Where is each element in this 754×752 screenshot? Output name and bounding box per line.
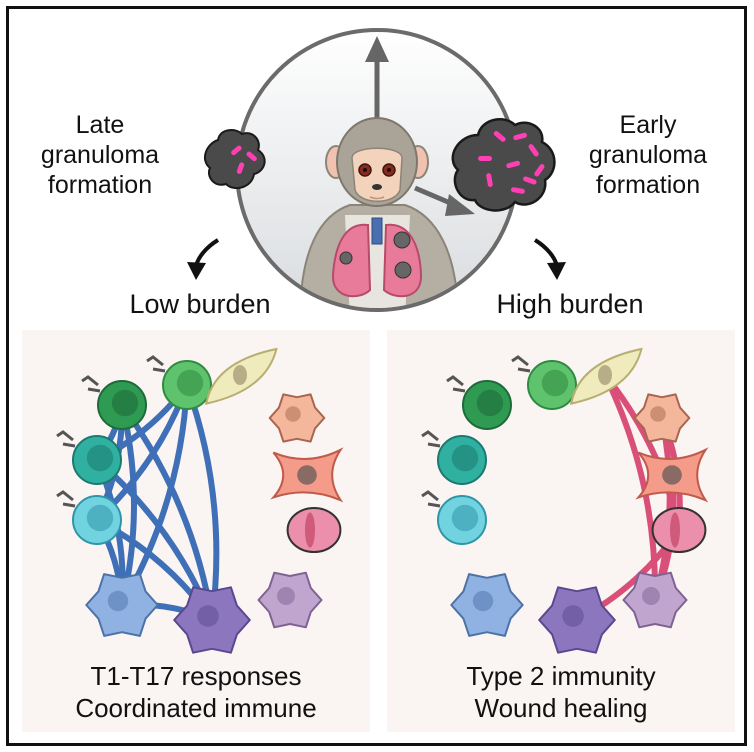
label-line: formation bbox=[595, 171, 701, 199]
t-cell-dark-green-icon bbox=[446, 375, 512, 430]
caption-line: Coordinated immune bbox=[75, 692, 317, 723]
t-cell-teal-icon bbox=[421, 430, 487, 485]
neutrophil-lavender-icon bbox=[622, 571, 688, 629]
early-granuloma-label: Early granuloma formation bbox=[568, 110, 728, 200]
dendritic-cell-blue-icon bbox=[450, 573, 524, 637]
macrophage-purple-icon bbox=[538, 586, 616, 654]
stromal-cell-yellow-icon bbox=[569, 347, 643, 405]
neutrophil-lavender-icon bbox=[257, 571, 323, 629]
fibroblast-salmon-icon bbox=[270, 447, 344, 503]
left-cell-network bbox=[56, 347, 344, 654]
label-line: formation bbox=[47, 171, 153, 199]
top-illustration bbox=[187, 28, 566, 312]
mast-cell-peach-icon bbox=[633, 393, 691, 443]
plasma-cell-pink-icon bbox=[286, 507, 342, 553]
right-panel: Type 2 immunity Wound healing bbox=[387, 330, 735, 732]
high-burden-label: High burden bbox=[496, 289, 644, 319]
dendritic-cell-blue-icon bbox=[85, 573, 159, 637]
network-edge bbox=[184, 382, 220, 623]
network-edge bbox=[602, 372, 659, 603]
label-line: granuloma bbox=[40, 141, 160, 169]
fibroblast-salmon-icon bbox=[635, 447, 709, 503]
late-granuloma-label: Late granuloma formation bbox=[30, 110, 170, 200]
left-panel-caption: T1-T17 responses Coordinated immune bbox=[22, 660, 370, 724]
right-arrow-icon bbox=[414, 185, 475, 216]
macrophage-purple-icon bbox=[173, 586, 251, 654]
right-panel-caption: Type 2 immunity Wound healing bbox=[387, 660, 735, 724]
mast-cell-peach-icon bbox=[268, 393, 326, 443]
label-line: Late bbox=[75, 111, 125, 139]
left-panel: T1-T17 responses Coordinated immune bbox=[22, 330, 370, 732]
label-line: Early bbox=[619, 111, 677, 139]
curved-arrow-left-icon bbox=[187, 238, 220, 280]
curved-arrow-right-icon bbox=[533, 238, 566, 280]
plasma-cell-pink-icon bbox=[651, 507, 707, 553]
macaque-with-lungs-icon bbox=[298, 117, 460, 308]
stromal-cell-yellow-icon bbox=[204, 347, 278, 405]
t-cell-teal-icon bbox=[56, 430, 122, 485]
caption-line: Type 2 immunity bbox=[466, 660, 656, 691]
t-cell-light-green-icon bbox=[146, 355, 212, 410]
low-burden-label: Low burden bbox=[129, 289, 271, 319]
granuloma-small-icon bbox=[203, 129, 266, 190]
label-line: granuloma bbox=[588, 141, 708, 169]
granuloma-large-icon bbox=[451, 118, 556, 212]
right-cell-network bbox=[421, 347, 709, 654]
t-cell-dark-green-icon bbox=[81, 375, 147, 430]
t-cell-cyan-icon bbox=[421, 490, 487, 545]
caption-line: Wound healing bbox=[474, 692, 648, 723]
caption-line: T1-T17 responses bbox=[90, 660, 302, 691]
t-cell-light-green-icon bbox=[511, 355, 577, 410]
t-cell-cyan-icon bbox=[56, 490, 122, 545]
